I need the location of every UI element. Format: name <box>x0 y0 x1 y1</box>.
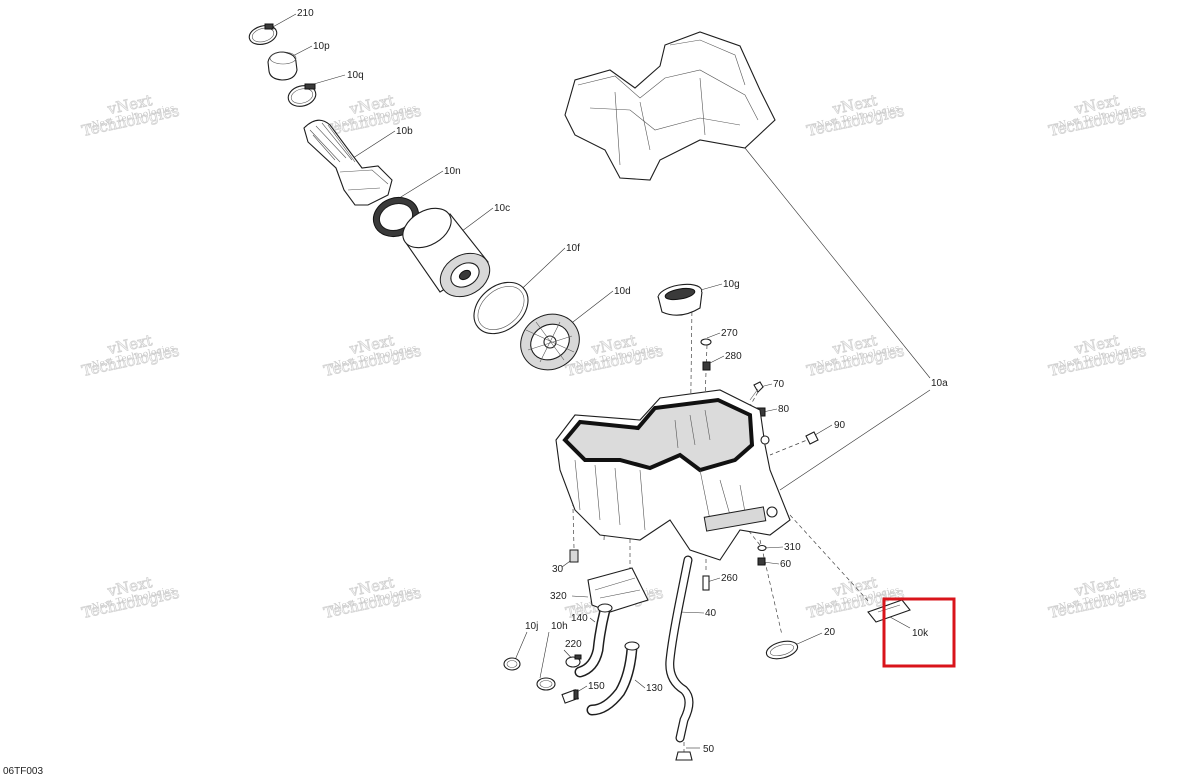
part-10k-label <box>867 599 911 623</box>
watermark: vNext Technologies vNext Technologies <box>80 573 182 623</box>
part-airbox-base <box>555 389 791 561</box>
callout-270: 270 <box>721 328 738 339</box>
part-10c-air-filter <box>402 207 491 298</box>
callout-150: 150 <box>588 681 605 692</box>
callout-10j: 10j <box>525 621 538 632</box>
part-20-clamp-ring <box>765 640 799 660</box>
callout-10b: 10b <box>396 126 413 137</box>
part-270-washer <box>700 338 712 346</box>
callout-70: 70 <box>773 379 785 390</box>
watermark: vNext Technologies vNext Technologies <box>322 331 424 381</box>
part-30-clip <box>569 549 579 563</box>
callout-260: 260 <box>721 573 738 584</box>
leader-lines <box>261 13 931 749</box>
watermark: vNext Technologies vNext Technologies <box>805 331 907 381</box>
callout-310: 310 <box>784 542 801 553</box>
callout-50: 50 <box>703 744 715 755</box>
part-220-clamp <box>565 654 582 668</box>
part-50-clip <box>675 751 693 761</box>
callout-60: 60 <box>780 559 792 570</box>
part-130-hose <box>586 641 640 716</box>
callout-220: 220 <box>565 639 582 650</box>
callout-130: 130 <box>646 683 663 694</box>
callout-labels: 210 10p 10q 10b 10n 10c 10f 10d 10g 270 … <box>297 8 948 755</box>
callout-80: 80 <box>778 404 790 415</box>
callout-10a: 10a <box>931 378 948 389</box>
part-10h-clamp <box>536 677 556 691</box>
callout-10p: 10p <box>313 41 330 52</box>
part-10j-clamp <box>503 657 521 671</box>
watermark-layer: vNext Technologies vNext Technologies vN… <box>80 91 1149 623</box>
callout-40: 40 <box>705 608 717 619</box>
part-280-nut <box>702 361 711 371</box>
callout-10h: 10h <box>551 621 568 632</box>
callout-320: 320 <box>550 591 567 602</box>
watermark: vNext Technologies vNext Technologies <box>80 91 182 141</box>
part-320-bracket <box>587 567 649 613</box>
part-60-nut <box>757 557 766 566</box>
callout-10n: 10n <box>444 166 461 177</box>
part-210-clamp <box>248 23 278 45</box>
callout-30: 30 <box>552 564 564 575</box>
watermark: vNext Technologies vNext Technologies <box>805 573 907 623</box>
watermark: vNext Technologies vNext Technologies <box>322 573 424 623</box>
part-10d-filter-cover <box>520 313 580 371</box>
part-10a-top-cover <box>564 31 776 181</box>
part-260-screw <box>702 575 710 591</box>
callout-140: 140 <box>571 613 588 624</box>
part-310-washer <box>757 544 767 552</box>
part-10q-clamp <box>287 83 317 107</box>
callout-10f: 10f <box>566 243 580 254</box>
part-10g-sleeve <box>657 283 703 316</box>
watermark: vNext Technologies vNext Technologies <box>805 91 907 141</box>
callout-10g: 10g <box>723 279 740 290</box>
callout-10k: 10k <box>912 628 929 639</box>
drawing-code: 06TF003 <box>3 766 44 777</box>
callout-280: 280 <box>725 351 742 362</box>
part-140-hose <box>574 603 613 678</box>
watermark: vNext Technologies vNext Technologies <box>80 331 182 381</box>
callout-10d: 10d <box>614 286 631 297</box>
part-90-screw <box>805 431 819 445</box>
part-40-drain-hose <box>665 555 694 743</box>
part-70-screw <box>749 381 764 401</box>
part-10p-ring <box>267 51 298 81</box>
callout-20: 20 <box>824 627 836 638</box>
part-10b-intake-boot <box>303 119 393 206</box>
part-10f-gasket <box>473 281 529 335</box>
watermark: vNext Technologies vNext Technologies <box>1047 91 1149 141</box>
highlight-box-10k <box>882 597 956 668</box>
watermark: vNext Technologies vNext Technologies <box>1047 573 1149 623</box>
callout-10q: 10q <box>347 70 364 81</box>
callout-210: 210 <box>297 8 314 19</box>
callout-90: 90 <box>834 420 846 431</box>
watermark: vNext Technologies vNext Technologies <box>1047 331 1149 381</box>
part-150-connector <box>561 689 579 704</box>
callout-10c: 10c <box>494 203 510 214</box>
